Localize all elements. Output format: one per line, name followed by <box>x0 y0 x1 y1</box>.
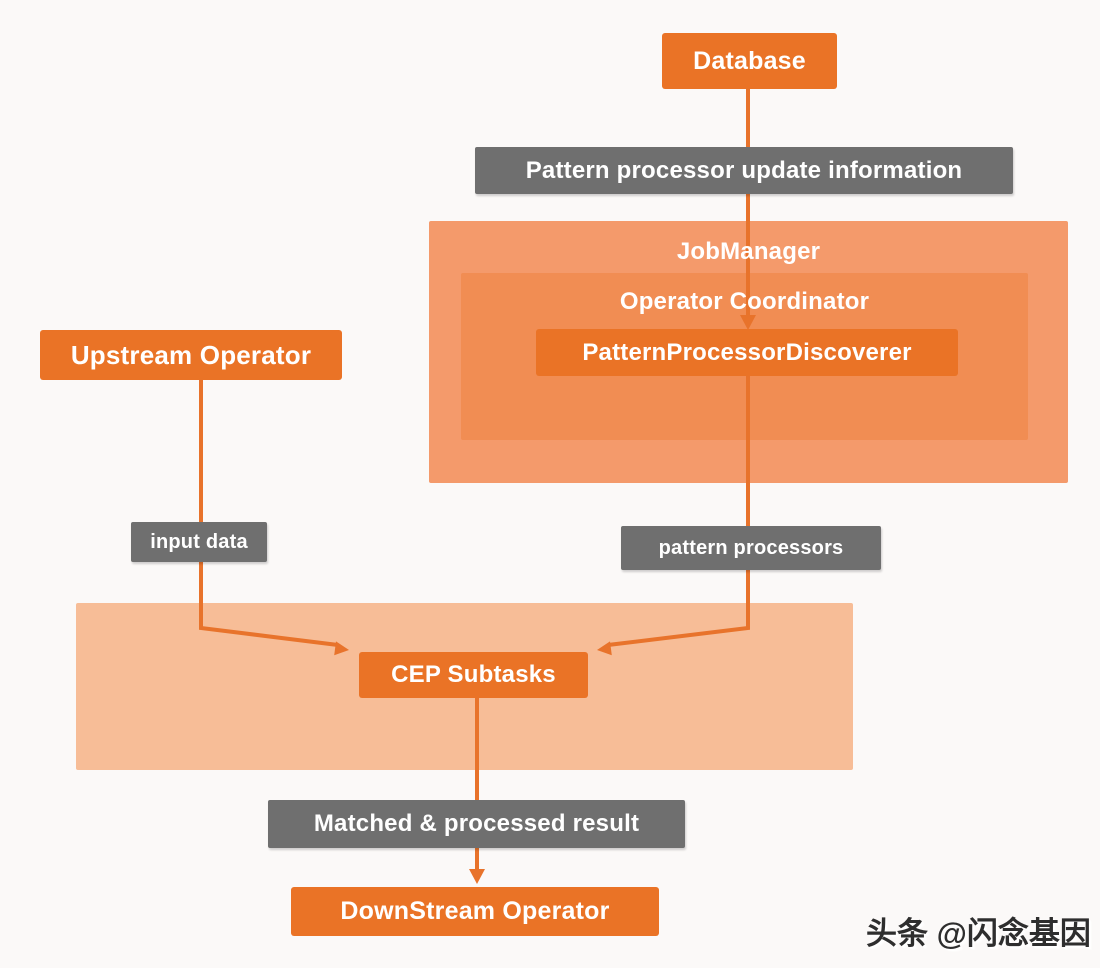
node-database: Database <box>662 33 837 89</box>
watermark-text: 头条 @闪念基因 <box>866 916 1091 951</box>
node-upstream-operator: Upstream Operator <box>40 330 342 380</box>
operator-coordinator-label: Operator Coordinator <box>619 288 870 315</box>
arrowhead-into-cep-left <box>334 641 349 656</box>
edge-label-input-data: input data <box>131 522 267 562</box>
edge-label-pattern-processors: pattern processors <box>621 526 881 570</box>
edge-upstream-to-cep <box>199 380 339 647</box>
node-pattern-processor-discoverer: PatternProcessorDiscoverer <box>536 329 958 376</box>
arrowhead-into-discoverer <box>740 315 756 330</box>
node-cep-subtasks: CEP Subtasks <box>359 652 588 698</box>
edge-label-matched-result: Matched & processed result <box>268 800 685 848</box>
edge-label-pattern-update-info: Pattern processor update information <box>475 147 1013 194</box>
arrowhead-into-downstream <box>469 869 485 884</box>
node-downstream-operator: DownStream Operator <box>291 887 659 936</box>
arrowhead-into-cep-right <box>597 641 612 656</box>
jobmanager-label: JobManager <box>676 238 821 265</box>
edge-discoverer-to-cep <box>607 376 750 647</box>
